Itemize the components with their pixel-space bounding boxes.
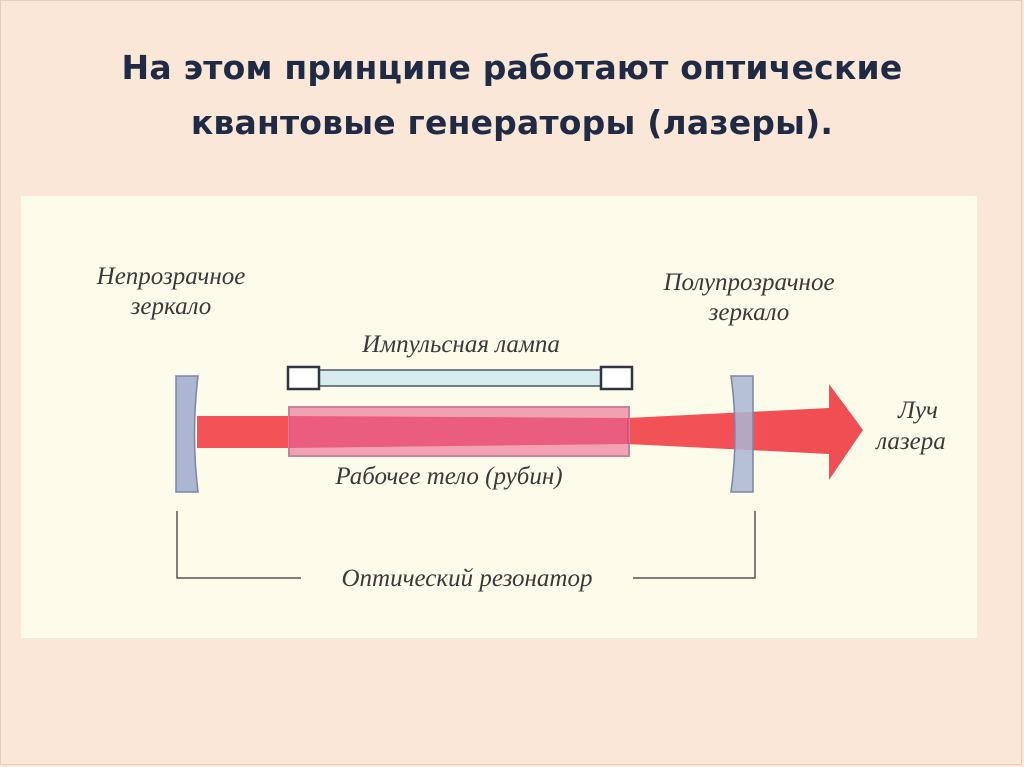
- semi-mirror-label-line-2: зеркало: [708, 299, 790, 326]
- slide-title: На этом принципе работают оптические ква…: [0, 40, 1024, 150]
- flash-lamp-right-cap: [599, 365, 634, 391]
- beam-inner: [197, 416, 289, 448]
- flash-lamp-left-cap: [286, 365, 321, 391]
- flash-lamp-tube: [314, 369, 604, 387]
- laser-beam-label-line-2: лазера: [874, 428, 946, 455]
- working-body-label: Рабочее тело (рубин): [334, 463, 562, 490]
- opaque-mirror-label-line-1: Непрозрачное: [96, 263, 246, 290]
- opaque-mirror: [175, 375, 199, 493]
- opaque-mirror-label-line-2: зеркало: [130, 293, 212, 320]
- semi-transparent-mirror: [730, 375, 754, 493]
- beam-through-rod: [289, 416, 629, 448]
- resonator-bracket: [176, 511, 756, 579]
- flash-lamp-label: Импульсная лампа: [361, 331, 560, 358]
- laser-beam-label-line-1: Луч: [897, 397, 938, 424]
- resonator-label: Оптический резонатор: [342, 565, 593, 592]
- laser-diagram: Непрозрачное зеркало Полупрозрачное зерк…: [21, 196, 977, 638]
- slide-title-line-2: квантовые генераторы (лазеры).: [190, 103, 834, 142]
- slide-title-line-1: На этом принципе работают оптические: [121, 48, 903, 87]
- semi-mirror-label-line-1: Полупрозрачное: [662, 269, 834, 296]
